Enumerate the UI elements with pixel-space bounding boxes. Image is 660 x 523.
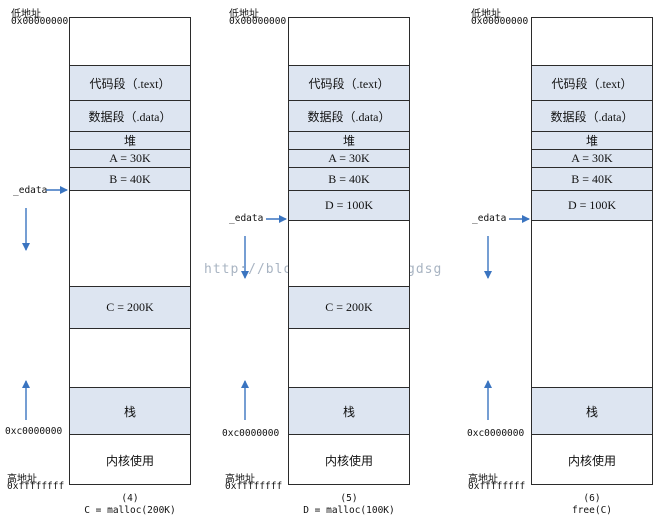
stack-top-hex: 0xc0000000 [222,428,280,439]
stack-top-hex: 0xc0000000 [5,426,63,437]
kernel-segment: 内核使用 [70,434,190,486]
high-address-hex: 0xffffffff [468,481,526,492]
step-label: (6) [583,493,601,504]
step-label: (5) [340,493,358,504]
low-address-hex: 0x00000000 [471,16,529,27]
block-a: A = 30K [289,149,409,167]
data-segment: 数据段（.data） [289,100,409,131]
high-address-hex: 0xffffffff [225,481,283,492]
low-address-hex: 0x00000000 [229,16,287,27]
kernel-segment: 内核使用 [532,434,652,486]
step-label: (4) [121,493,139,504]
edata-label: _edata [13,185,48,196]
heap-segment: 堆 [532,131,652,149]
block-b: B = 40K [70,167,190,190]
unmapped-region [70,328,190,387]
block-d: D = 100K [532,190,652,220]
block-c: C = 200K [289,286,409,328]
high-address-label: 高地址 [225,474,255,485]
edata-label: _edata [472,213,507,224]
block-a: A = 30K [532,149,652,167]
data-segment: 数据段（.data） [70,100,190,131]
text-segment: 代码段（.text） [289,65,409,100]
stack-segment: 栈 [289,387,409,434]
free-region [289,220,409,286]
memory-block: 代码段（.text） 数据段（.data） 堆 A = 30K B = 40K … [531,17,653,485]
low-address-label: 低地址 [229,9,259,20]
memory-block: 代码段（.text） 数据段（.data） 堆 A = 30K B = 40K … [69,17,191,485]
low-address-label: 低地址 [11,9,41,20]
data-segment: 数据段（.data） [532,100,652,131]
block-a: A = 30K [70,149,190,167]
stack-segment: 栈 [532,387,652,434]
text-segment: 代码段（.text） [532,65,652,100]
high-address-label: 高地址 [7,474,37,485]
heap-segment: 堆 [70,131,190,149]
free-region [532,220,652,387]
stack-top-hex: 0xc0000000 [467,428,525,439]
low-address-hex: 0x00000000 [11,16,69,27]
block-c: C = 200K [70,286,190,328]
high-address-hex: 0xffffffff [7,481,65,492]
operation-label: D = malloc(100K) [303,505,395,516]
text-segment: 代码段（.text） [70,65,190,100]
block-b: B = 40K [289,167,409,190]
free-region [70,190,190,286]
heap-segment: 堆 [289,131,409,149]
kernel-segment: 内核使用 [289,434,409,486]
high-address-label: 高地址 [468,474,498,485]
unmapped-region [289,328,409,387]
block-d: D = 100K [289,190,409,220]
block-b: B = 40K [532,167,652,190]
operation-label: free(C) [571,505,613,516]
low-address-label: 低地址 [471,9,501,20]
operation-label: C = malloc(200K) [84,505,176,516]
edata-label: _edata [229,213,264,224]
stack-segment: 栈 [70,387,190,434]
memory-block: 代码段（.text） 数据段（.data） 堆 A = 30K B = 40K … [288,17,410,485]
